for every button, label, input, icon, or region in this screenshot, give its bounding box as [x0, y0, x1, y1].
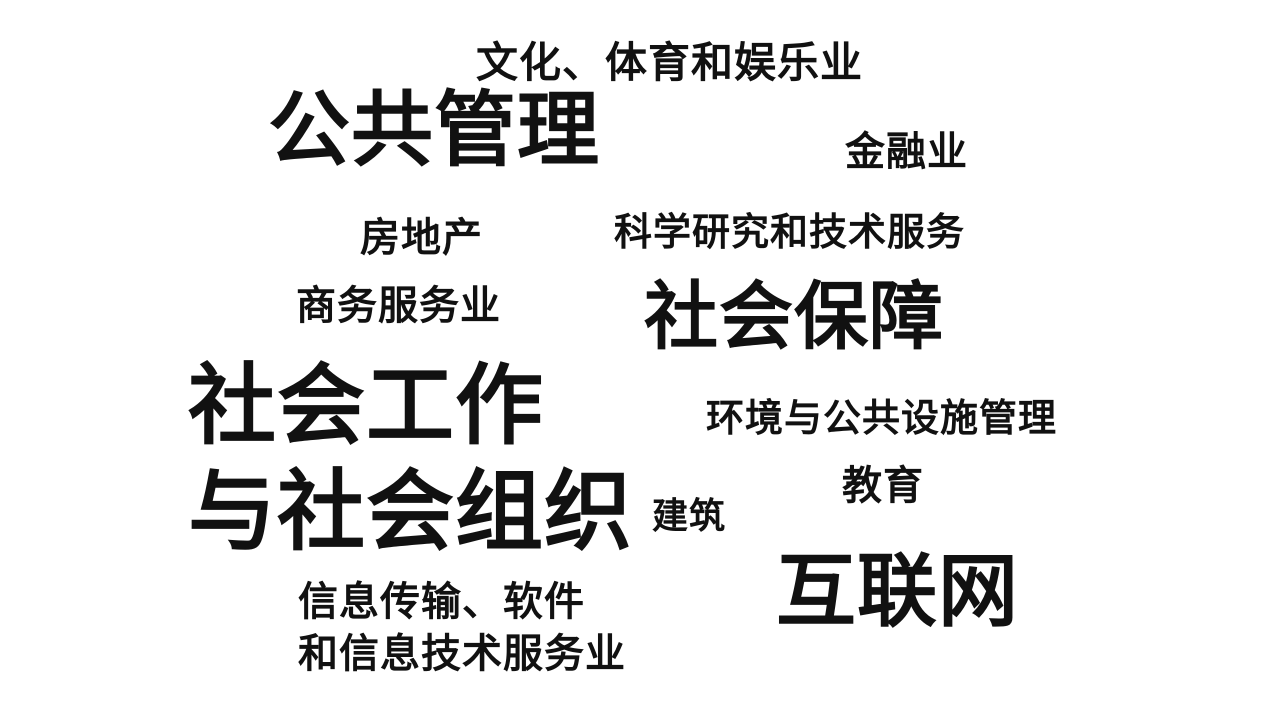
word-public-administration: 公共管理 [268, 85, 601, 176]
word-finance: 金融业 [845, 130, 968, 174]
word-social-work-line1: 社会工作 [188, 356, 545, 455]
word-social-security: 社会保障 [644, 275, 944, 358]
word-environment-public-facilities-management: 环境与公共设施管理 [706, 398, 1058, 440]
word-real-estate: 房地产 [360, 216, 483, 260]
word-business-services: 商务服务业 [296, 284, 501, 328]
word-internet: 互联网 [776, 547, 1019, 636]
word-construction: 建筑 [652, 495, 727, 536]
word-social-work-line2: 与社会组织 [188, 462, 634, 561]
word-scientific-research-tech-services: 科学研究和技术服务 [614, 212, 966, 254]
word-information-transmission-software-line1: 信息传输、软件 [298, 580, 585, 624]
word-information-technology-services-line2: 和信息技术服务业 [298, 632, 626, 676]
word-culture-sports-entertainment: 文化、体育和娱乐业 [476, 39, 864, 86]
word-education: 教育 [842, 464, 924, 508]
